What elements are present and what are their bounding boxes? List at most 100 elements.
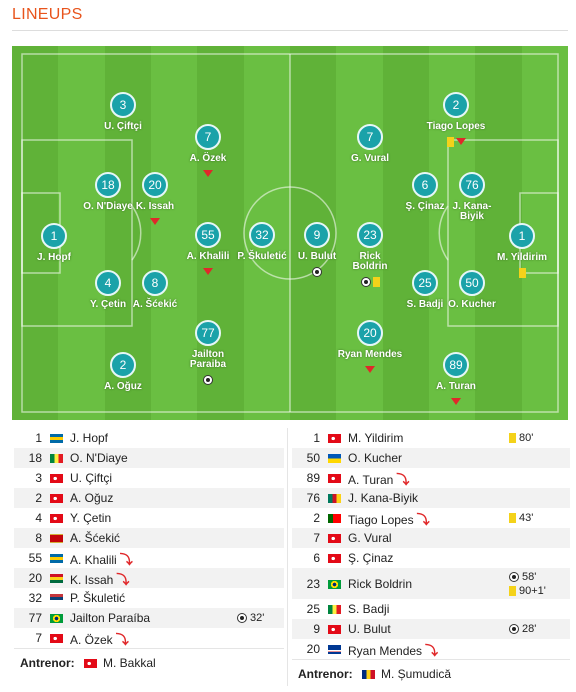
coach-name[interactable]: M. Bakkal [103, 656, 156, 670]
player-events [325, 361, 415, 374]
flag-icon [328, 434, 341, 444]
player-name: A. Turan⤵ [346, 468, 508, 488]
event-info [508, 468, 570, 488]
coach-cell: Antrenor: M. Șumudică [292, 659, 570, 688]
flag-cell [328, 488, 346, 508]
player-name-text[interactable]: A. Oğuz [70, 491, 114, 505]
player-name-text[interactable]: J. Kana-Biyik [348, 491, 419, 505]
player-name-text[interactable]: O. N'Diaye [70, 451, 128, 465]
lineup-row[interactable]: 1 J. Hopf [14, 428, 284, 448]
player-name-text[interactable]: Ş. Çinaz [348, 551, 394, 565]
player-name-text[interactable]: U. Bulut [348, 622, 391, 636]
player-name: J. Kana-Biyik [346, 488, 508, 508]
player-name-text[interactable]: A. Šćekić [70, 531, 121, 545]
player-name-text[interactable]: M. Yildirim [348, 431, 404, 445]
player-name-text[interactable]: J. Hopf [70, 431, 109, 445]
player-name: Rick Boldrin [352, 251, 388, 272]
event-item: 58' [508, 570, 570, 584]
flag-icon [50, 514, 63, 524]
player-name-text[interactable]: Tiago Lopes [348, 512, 414, 527]
lineups-title: LINEUPS [12, 6, 83, 23]
player-number-badge: 50 [459, 270, 485, 296]
flag-icon [328, 494, 341, 504]
coach-name[interactable]: M. Șumudică [381, 667, 452, 681]
player-name: J. Hopf [37, 252, 71, 263]
player-name-text[interactable]: S. Badji [348, 602, 390, 616]
player-name-text[interactable]: U. Çiftçi [70, 471, 112, 485]
player-number-badge: 89 [443, 352, 469, 378]
flag-icon [50, 434, 63, 444]
player-name-text[interactable]: A. Turan [348, 472, 394, 487]
player-name: Ryan Mendes [337, 349, 403, 360]
player-name-text[interactable]: O. Kucher [348, 451, 403, 465]
player-events [325, 273, 415, 287]
player-number-badge: 9 [304, 222, 330, 248]
player-number: 1 [35, 431, 42, 445]
player-name-text[interactable]: A. Khalili [70, 552, 117, 567]
flag-cell [328, 568, 346, 599]
player-name-text[interactable]: Rick Boldrin [348, 576, 413, 591]
player-name-text[interactable]: Jailton Paraíba [70, 611, 151, 625]
player-name-text[interactable]: Ryan Mendes [348, 643, 423, 658]
player-name-text[interactable]: G. Vural [348, 531, 392, 545]
player-name: Ş. Çinaz [346, 548, 508, 568]
player-name-text[interactable]: K. Issah [70, 572, 114, 587]
player-name-text[interactable]: P. Škuletić [70, 591, 126, 605]
flag-cell [50, 428, 68, 448]
flag-icon [328, 645, 341, 655]
player-name-text[interactable]: Y. Çetin [70, 511, 112, 525]
substitution-icon [451, 398, 461, 406]
substitution-icon [203, 170, 213, 178]
player-name: K. Issah [135, 201, 175, 212]
player-name-text[interactable]: A. Özek [70, 632, 113, 647]
event-info [236, 588, 284, 608]
yellow-card-icon [372, 276, 380, 287]
player-number-badge: 2 [110, 352, 136, 378]
flag-cell [328, 528, 346, 548]
player-name: J. Hopf [68, 428, 236, 448]
